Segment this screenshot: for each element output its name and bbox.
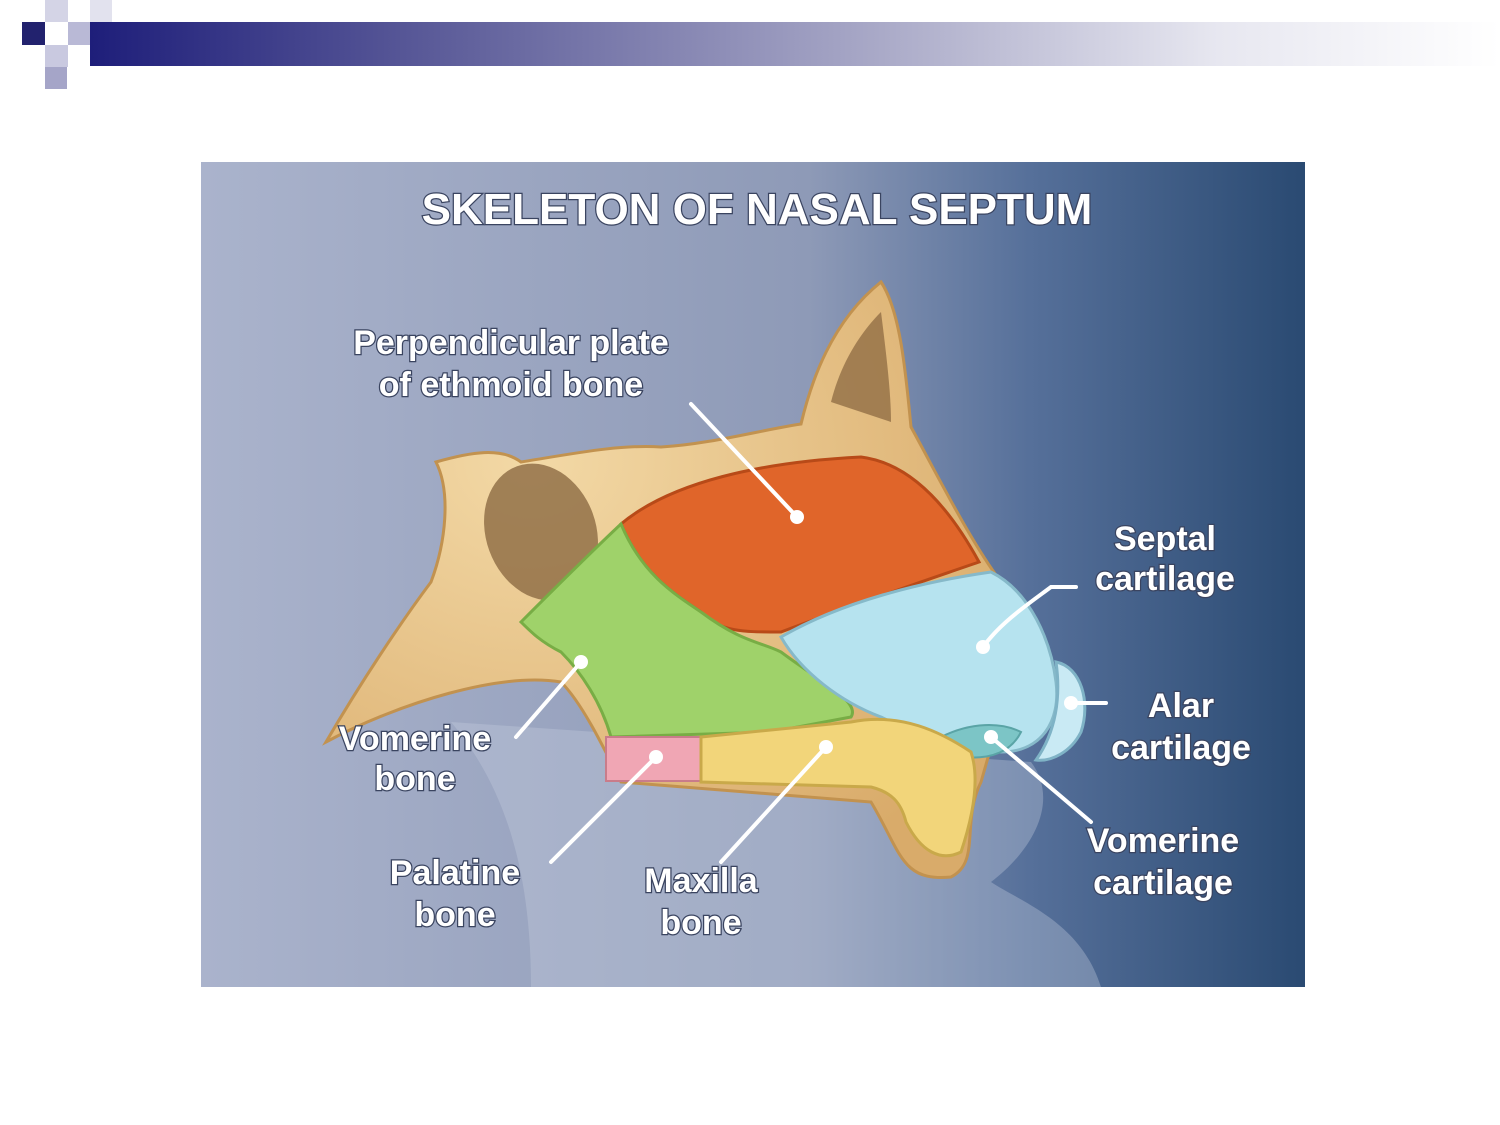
decor-square-light (45, 67, 67, 89)
septal-leader (981, 585, 1078, 649)
septal-dot (976, 640, 990, 654)
decor-square-light (45, 45, 68, 67)
palatine-dot (649, 750, 663, 764)
vomerine-cartilage-leader (989, 735, 1093, 824)
vomerine-cartilage-label: cartilage (1093, 864, 1233, 902)
palatine-leader (549, 755, 658, 864)
maxilla-leader (719, 745, 828, 864)
septal-cartilage-region (778, 570, 1059, 754)
perpendicular-plate-label: Perpendicular plate (353, 324, 669, 362)
alar-cartilage-region (1033, 660, 1087, 762)
maxilla-bone-label: Maxilla (644, 862, 758, 900)
decor-square-light (68, 22, 90, 45)
maxilla-region (699, 717, 977, 858)
perpendicular-plate-dot (790, 510, 804, 524)
palatine-bone-label: bone (414, 896, 495, 934)
vomerine-cartilage-label: Vomerine (1087, 822, 1239, 860)
vomerine-bone-label: Vomerine (339, 720, 491, 758)
diagram-title: SKELETON OF NASAL SEPTUM (422, 185, 1093, 234)
vomer-region (518, 521, 855, 739)
vomerine-bone-label: bone (374, 760, 455, 798)
vomerine-bone-dot (574, 655, 588, 669)
title-gradient-bar (90, 22, 1500, 66)
alar-cartilage-label: Alar (1148, 687, 1214, 725)
vomerine-bone-leader (514, 660, 583, 739)
alar-dot (1064, 696, 1078, 710)
maxilla-dot (819, 740, 833, 754)
alar-cartilage-label: cartilage (1111, 729, 1251, 767)
perpendicular-plate-leader (689, 402, 799, 519)
septal-cartilage-label: cartilage (1095, 560, 1235, 598)
vomerine-cartilage-dot (984, 730, 998, 744)
nasal-septum-diagram: SKELETON OF NASAL SEPTUM Perpendicular p (201, 162, 1305, 987)
palatine-bone-label: Palatine (390, 854, 520, 892)
frontal-sinus-region (831, 312, 891, 422)
septal-cartilage-label: Septal (1114, 520, 1216, 558)
maxilla-bone-label: bone (660, 904, 741, 942)
perpendicular-plate-label: of ethmoid bone (379, 366, 643, 404)
sphenoid-sinus (484, 463, 598, 601)
decor-square-light (90, 0, 112, 22)
decor-square-dark (22, 22, 45, 45)
decor-square-light (45, 0, 68, 22)
